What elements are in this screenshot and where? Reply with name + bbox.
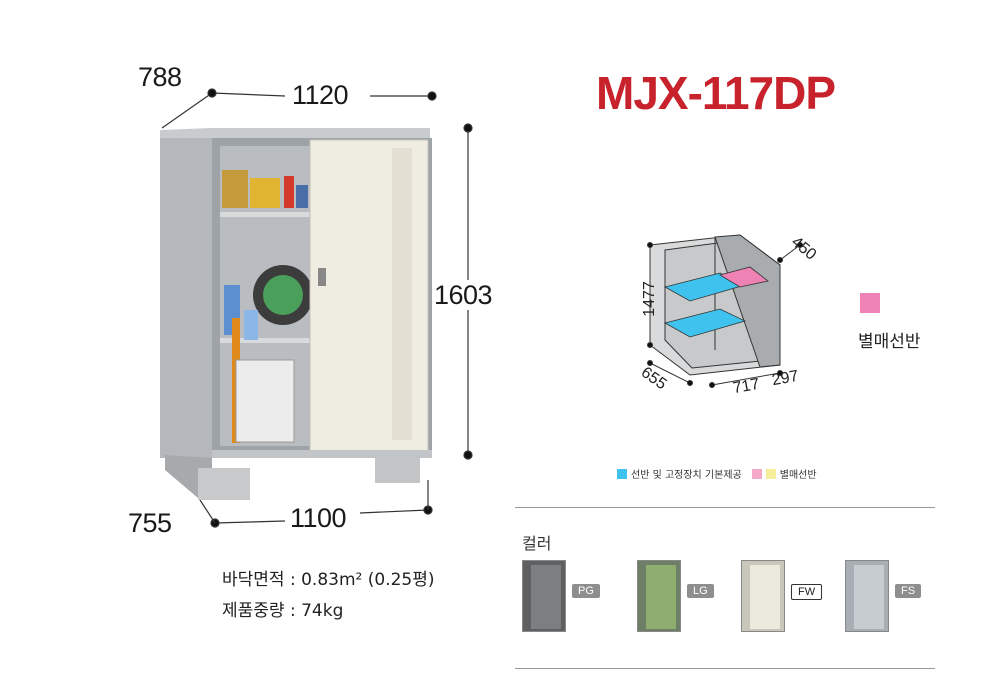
color-code-label: LG (687, 584, 714, 598)
model-title: MJX-117DP (596, 67, 836, 119)
color-swatch-shed (522, 560, 566, 632)
color-code-label: FW (791, 584, 823, 600)
color-option-fs[interactable]: FS (845, 560, 955, 640)
interior-dim-height: 1477 (640, 281, 658, 317)
dim-bottom-depth: 755 (128, 508, 172, 538)
colors-title: 컬러 (522, 534, 552, 553)
color-swatch-shed (741, 560, 785, 632)
spec-weight: 제품중량 : 74kg (222, 601, 344, 621)
legend-label-pink: 별매선반 (779, 470, 817, 481)
legend-label-blue: 선반 및 고정장치 기본제공 (631, 470, 742, 481)
divider-top (515, 507, 935, 508)
side-legend-label: 별매선반 (858, 332, 921, 352)
spec-floor-area: 바닥면적 : 0.83m² (0.25평) (222, 570, 435, 590)
legend-swatch-blue (617, 468, 627, 479)
legend-swatch-pink (751, 468, 762, 479)
color-swatch-shed (637, 560, 681, 632)
legend-swatch-yellow (765, 468, 776, 479)
color-option-pg[interactable]: PG (522, 560, 632, 640)
dim-height: 1603 (434, 280, 493, 310)
color-option-fw[interactable]: FW (741, 560, 851, 640)
legend-bar: 선반 및 고정장치 기본제공 별매선반 (617, 466, 817, 481)
interior-diagram (647, 234, 803, 388)
dim-bottom-width: 1100 (290, 503, 347, 533)
color-code-label: FS (895, 584, 922, 598)
side-legend-swatch (860, 293, 880, 313)
color-code-label: PG (572, 584, 600, 598)
shed-illustration (160, 88, 473, 528)
dim-top-width: 1120 (292, 80, 349, 110)
dim-top-depth: 788 (138, 62, 182, 92)
divider-bottom (515, 668, 935, 669)
color-option-lg[interactable]: LG (637, 560, 747, 640)
color-swatch-shed (845, 560, 889, 632)
